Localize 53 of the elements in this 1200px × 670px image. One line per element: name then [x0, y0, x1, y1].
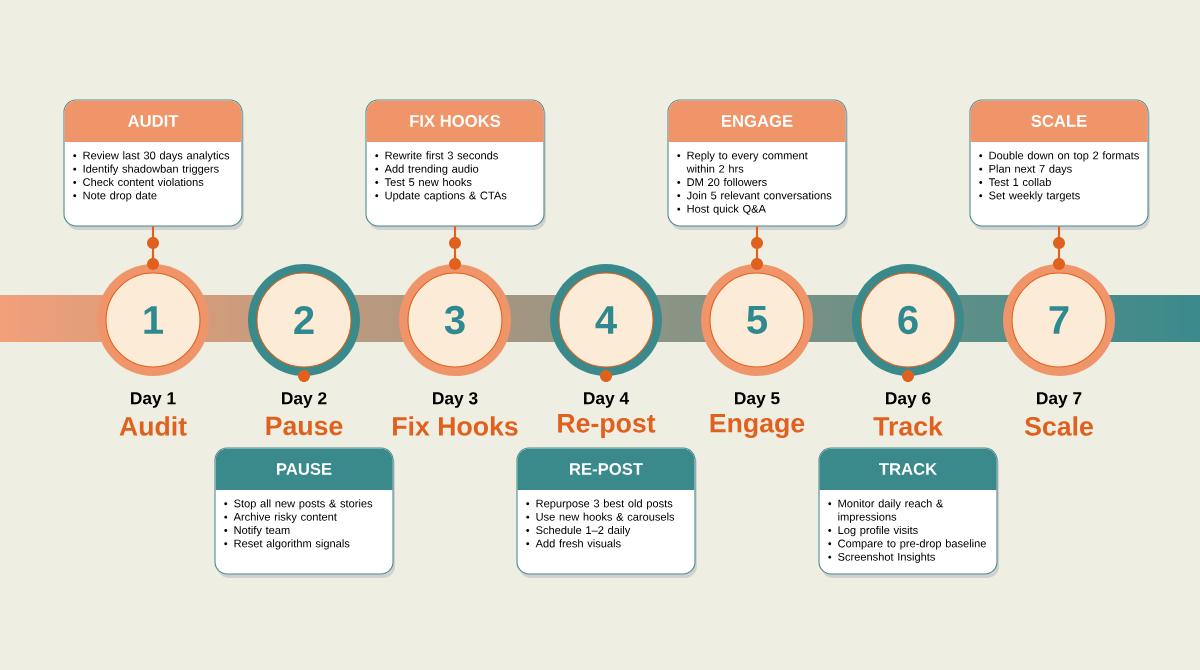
day-label: Day 1	[131, 392, 176, 408]
node-label: Use new hooks & carousels	[536, 512, 675, 521]
connector-stem	[1057, 226, 1061, 264]
step-title: Engage	[710, 414, 805, 438]
node-label: Join 5 relevant conversations	[686, 191, 832, 200]
node-label: Add fresh visuals	[535, 539, 621, 548]
day-label: Day 7	[1037, 392, 1082, 408]
node-label: Archive risky content	[233, 512, 337, 523]
connector-stem	[755, 226, 759, 264]
node-label: Add trending audio	[384, 164, 479, 175]
node-label: Monitor daily reach & impressions	[838, 499, 944, 523]
node-label: Check content violations	[83, 177, 204, 187]
node-label: Screenshot Insights	[838, 552, 935, 563]
day-label: Day 4	[584, 392, 630, 408]
node-label: Reply to every comment within 2 hrs	[686, 151, 808, 173]
day-label: Day 5	[735, 392, 780, 408]
node-label: Reset algorithm signals	[234, 539, 350, 550]
step-title: Audit	[119, 416, 187, 436]
step-title: Re-post	[558, 414, 656, 438]
bullet-list: Monitor daily reach & impressions Log profile visits Compare to pre-drop baseline Screenshot Insights	[828, 499, 986, 563]
bullet-list: Double down on top 2 formats Plan next 7 days Test 1 collab Set weekly targets	[979, 151, 1139, 202]
step-title: Fix Hooks	[393, 416, 518, 436]
day-label: Day 6	[886, 392, 931, 408]
node-label: Rewrite first 3 seconds	[385, 151, 498, 160]
node-label: Double down on top 2 formats	[989, 151, 1139, 162]
node-label: Set weekly targets	[989, 191, 1080, 202]
node-label: Schedule 1–2 daily	[536, 525, 631, 537]
step-title: Pause	[266, 416, 343, 436]
connector-stem	[151, 226, 155, 264]
node-label: Host quick Q&A	[687, 204, 766, 215]
bullet-list: Stop all new posts & stories Archive risky content Notify team Reset algorithm signals	[224, 499, 373, 550]
node-label: Compare to pre-drop baseline	[838, 539, 986, 550]
node-label: Update captions & CTAs	[385, 191, 507, 202]
node-label: Notify team	[234, 525, 290, 537]
day-label: Day 2	[282, 392, 327, 408]
node-label: Repurpose 3 best old posts	[536, 499, 673, 510]
node-label: Log profile visits	[838, 525, 918, 537]
day-label: Day 3	[433, 392, 478, 408]
node-label: Test 1 collab	[988, 177, 1051, 187]
step-title: Track	[873, 416, 943, 436]
node-label: Note drop date	[83, 191, 157, 202]
bullet-list: Review last 30 days analytics Identify shadowban triggers Check content violations Note drop date	[73, 151, 230, 202]
connector-stem	[453, 226, 457, 264]
node-label: Plan next 7 days	[989, 164, 1072, 175]
bullet-list: Reply to every comment within 2 hrs DM 20 followers Join 5 relevant conversations Host quick Q&A	[677, 151, 832, 215]
step-title: Scale	[1024, 416, 1093, 436]
bullet-list: Rewrite first 3 seconds Add trending audio Test 5 new hooks Update captions & CTAs	[375, 151, 507, 202]
node-label: Test 5 new hooks	[384, 177, 472, 187]
bullet-list: Repurpose 3 best old posts Use new hooks & carousels Schedule 1–2 daily Add fresh visuals	[526, 499, 675, 548]
node-label: Identify shadowban triggers	[83, 164, 219, 175]
node-label: Review last 30 days analytics	[83, 151, 230, 162]
node-label: Stop all new posts & stories	[234, 499, 373, 510]
node-label: DM 20 followers	[687, 177, 767, 187]
